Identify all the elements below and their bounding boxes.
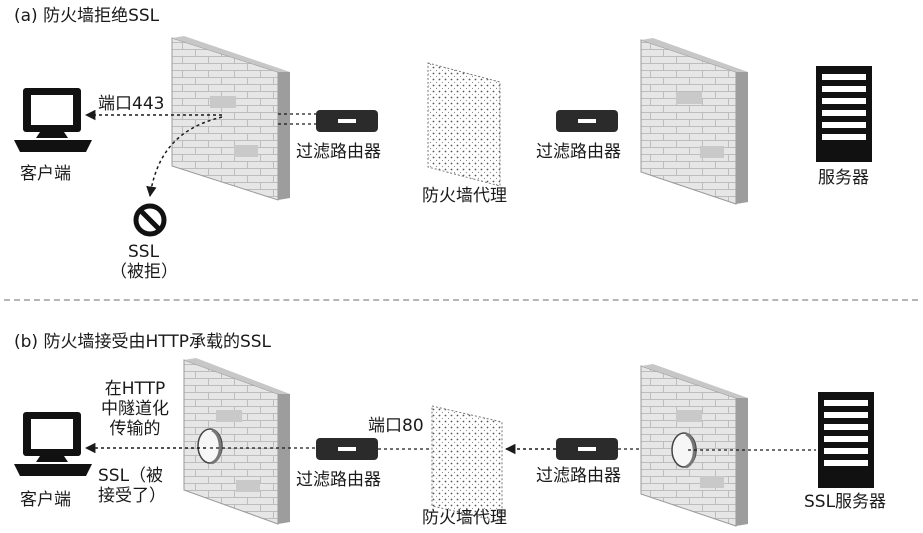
proxy-mesh-icon <box>431 405 503 523</box>
router-left-label: 过滤路由器 <box>296 142 381 162</box>
router-right-label: 过滤路由器 <box>536 142 621 162</box>
panel-b <box>14 358 874 527</box>
panel-b-title: (b) 防火墙接受由HTTP承载的SSL <box>14 332 272 352</box>
panel-a-title: (a) 防火墙拒绝SSL <box>14 6 160 26</box>
prohibited-icon <box>133 203 167 237</box>
client-computer-icon <box>14 88 92 152</box>
panel-a <box>14 36 872 237</box>
accepted-label-line1: SSL（被 <box>98 466 164 486</box>
proxy-label: 防火墙代理 <box>422 508 507 528</box>
proxy-label: 防火墙代理 <box>422 186 507 206</box>
ssl-server-label: SSL服务器 <box>804 492 887 512</box>
ssl-label: SSL <box>128 242 160 262</box>
server-label: 服务器 <box>818 168 869 188</box>
tunnel-label-line3: 传输的 <box>109 419 161 439</box>
rejected-label: （被拒） <box>110 262 178 282</box>
tunnel-label-line2: 中隧道化 <box>101 399 169 419</box>
firewall-wall-icon <box>640 38 748 205</box>
client-label: 客户端 <box>20 164 71 184</box>
accepted-label-line2: 接受了） <box>98 486 166 506</box>
ssl-server-icon <box>818 392 874 488</box>
client-computer-icon <box>14 412 92 476</box>
router-icon <box>316 438 378 460</box>
rejection-arrow <box>146 116 223 198</box>
panel-divider <box>4 299 918 301</box>
firewall-wall-icon <box>183 358 290 525</box>
port-80-label: 端口80 <box>368 416 424 436</box>
tunnel-opening-icon <box>671 432 697 469</box>
tunnel-opening-icon <box>197 428 223 465</box>
port-443-label: 端口443 <box>98 94 165 114</box>
router-right-label: 过滤路由器 <box>536 466 621 486</box>
router-icon <box>316 110 378 132</box>
router-icon <box>556 110 618 132</box>
proxy-mesh-icon <box>427 62 501 187</box>
server-icon <box>816 66 872 162</box>
router-icon <box>556 438 618 460</box>
tunnel-label-line1: 在HTTP <box>104 379 166 399</box>
client-label: 客户端 <box>20 490 71 510</box>
firewall-wall-icon <box>171 36 290 201</box>
router-left-label: 过滤路由器 <box>296 470 381 490</box>
